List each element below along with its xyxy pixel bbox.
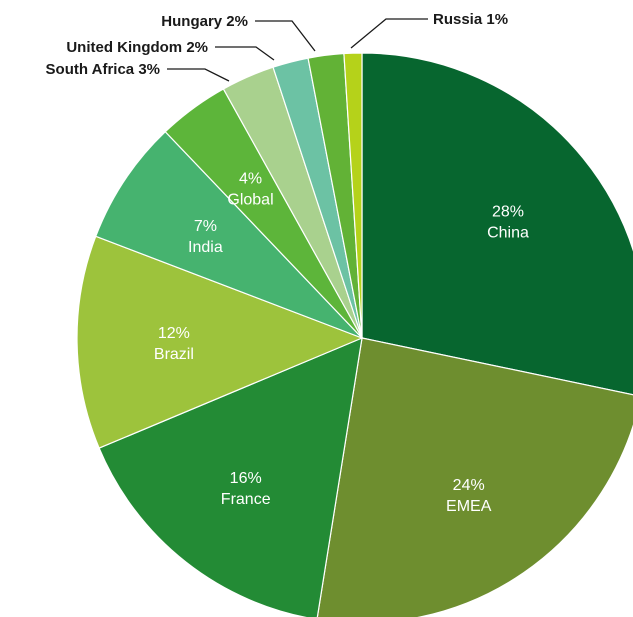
slice-name-label: Global — [227, 192, 273, 209]
slice-name-label: France — [221, 491, 271, 508]
callout-label: United Kingdom 2% — [66, 39, 208, 56]
slice-percent-label: 4% — [239, 171, 262, 188]
pie-slice-brazil — [76, 235, 364, 449]
slice-percent-label: 7% — [194, 218, 217, 235]
callout-leader-line — [167, 68, 230, 82]
callout-label: South Africa 3% — [46, 61, 160, 78]
slice-name-label: Brazil — [154, 346, 194, 363]
pie-slice-russia — [343, 52, 363, 339]
pie-slice-emea — [316, 337, 633, 617]
pie-slice-india — [94, 130, 363, 339]
pie-slice-france — [98, 337, 363, 617]
slice-percent-label: 16% — [230, 470, 262, 487]
callout-leader-line — [255, 20, 316, 52]
slice-percent-label: 12% — [158, 325, 190, 342]
callout-label: Russia 1% — [433, 11, 508, 28]
slice-name-label: China — [487, 224, 529, 241]
slice-name-label: EMEA — [446, 498, 492, 515]
pie-inside-labels: 28% China 24% EMEA 16% France 12% Brazil 7% India… — [154, 171, 529, 515]
callout-leader-line — [350, 18, 428, 49]
callout-leader-line — [215, 46, 275, 61]
slice-name-label: India — [188, 239, 223, 256]
pie-slices — [76, 52, 633, 617]
slice-percent-label: 28% — [492, 203, 524, 220]
pie-slice-china — [361, 52, 633, 396]
slice-percent-label: 24% — [453, 477, 485, 494]
callout-label: Hungary 2% — [161, 13, 248, 30]
pie-callout-labels: South Africa 3% United Kingdom 2% Hungary … — [46, 11, 508, 82]
